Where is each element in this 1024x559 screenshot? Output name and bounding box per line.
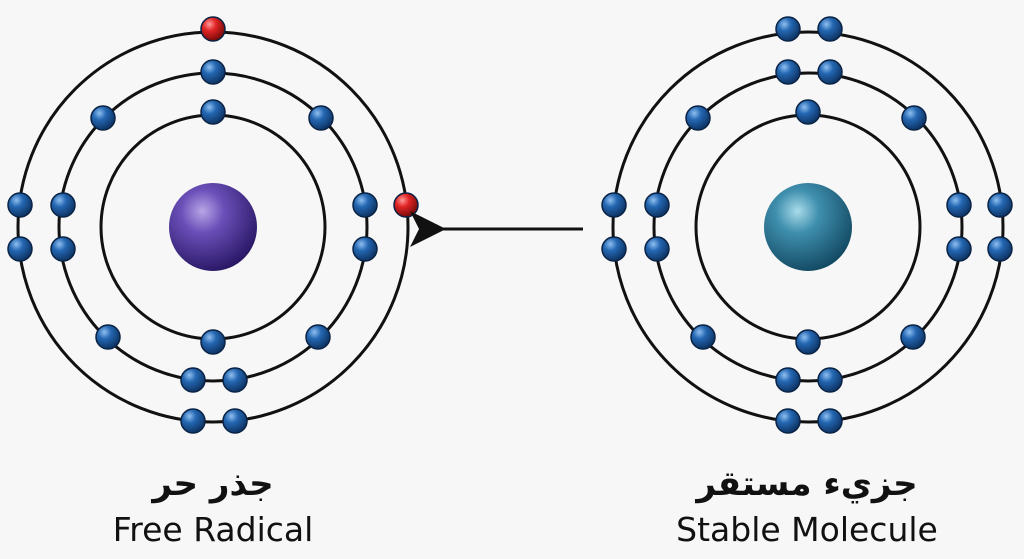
electron (308, 105, 334, 131)
electron (200, 99, 226, 125)
electron (305, 324, 331, 350)
electron (180, 408, 206, 434)
stable-molecule-label: جزيء مستقر Stable Molecule (627, 464, 987, 550)
electron (7, 236, 33, 262)
electron (50, 236, 76, 262)
electron (601, 236, 627, 262)
electron (817, 59, 843, 85)
electron (817, 16, 843, 42)
middle-orbit (652, 71, 964, 383)
electron (987, 192, 1013, 218)
electron (690, 324, 716, 350)
free-radical-label-arabic: جذر حر (152, 464, 274, 504)
electron (946, 236, 972, 262)
electron (775, 59, 801, 85)
free-radical-label-english: Free Radical (112, 510, 314, 549)
stable-molecule-atom (601, 16, 1013, 434)
electron (644, 192, 670, 218)
electron (775, 408, 801, 434)
free-radical-atom (7, 16, 419, 434)
stable-molecule-label-english: Stable Molecule (676, 510, 938, 549)
electron (90, 105, 116, 131)
unpaired-electron (393, 192, 419, 218)
electron (352, 236, 378, 262)
stable-molecule-label-arabic: جزيء مستقر (696, 464, 918, 504)
electron (95, 324, 121, 350)
electron (946, 192, 972, 218)
electron (200, 59, 226, 85)
outer-orbit (611, 30, 1005, 424)
electron (180, 367, 206, 393)
electron (222, 367, 248, 393)
electron (817, 367, 843, 393)
unpaired-electron (200, 16, 226, 42)
electron (50, 192, 76, 218)
electron (685, 105, 711, 131)
electron (795, 99, 821, 125)
electron (601, 192, 627, 218)
electron (900, 324, 926, 350)
free-radical-label: جذر حر Free Radical (33, 464, 393, 550)
electron (644, 236, 670, 262)
nucleus (169, 183, 257, 271)
electron (817, 408, 843, 434)
electron (200, 329, 226, 355)
electron (7, 192, 33, 218)
electron (901, 105, 927, 131)
nucleus (764, 183, 852, 271)
electron (987, 236, 1013, 262)
electron (222, 408, 248, 434)
electron (775, 16, 801, 42)
electron (795, 329, 821, 355)
electron (775, 367, 801, 393)
electron (352, 192, 378, 218)
